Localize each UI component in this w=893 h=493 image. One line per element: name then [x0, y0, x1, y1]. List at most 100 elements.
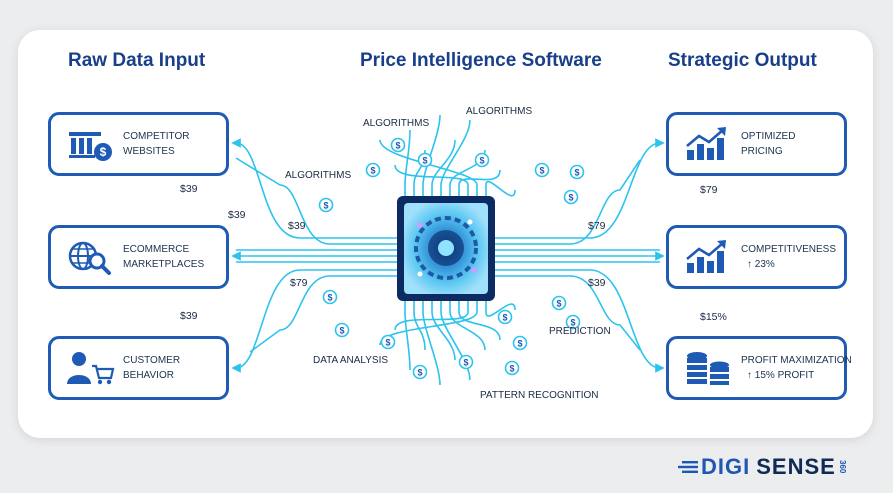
price-label: $79	[700, 184, 718, 196]
wire-to-competitor	[231, 138, 397, 239]
input-label-line1: CUSTOMER	[123, 354, 181, 366]
output-label-line2: ↑ 23%	[747, 259, 775, 270]
globe-search-icon	[68, 241, 111, 275]
price-label: $79	[588, 220, 606, 232]
dollar-coin-icon: $	[497, 309, 513, 325]
svg-text:$: $	[574, 167, 579, 177]
price-label: $39	[228, 209, 246, 221]
dollar-coin-icon: $	[318, 197, 334, 213]
output-competitiveness: COMPETITIVENESS ↑ 23%	[666, 225, 847, 289]
svg-text:$: $	[502, 312, 507, 322]
processor-chip	[397, 196, 495, 301]
svg-text:$: $	[570, 317, 575, 327]
svg-text:$: $	[509, 363, 514, 373]
svg-text:$: $	[323, 200, 328, 210]
trace-bottom	[440, 301, 471, 381]
input-competitor-websites: $ COMPETITOR WEBSITES	[48, 112, 229, 176]
input-ecommerce-marketplaces: ECOMMERCE MARKETPLACES	[48, 225, 229, 289]
price-label: $39	[588, 277, 606, 289]
dollar-coin-icon: $	[534, 162, 550, 178]
output-optimized-pricing: OPTIMIZED PRICING	[666, 112, 847, 176]
label-algorithms: ALGORITHMS	[285, 170, 352, 181]
output-label-line1: PROFIT MAXIMIZATION	[741, 354, 852, 366]
label-algorithms: ALGORITHMS	[466, 106, 533, 117]
trace-bottom	[422, 301, 441, 386]
dollar-coin-icon: $	[365, 162, 381, 178]
dollar-coin-icon: $	[417, 152, 433, 168]
output-label-line1: OPTIMIZED	[741, 130, 796, 142]
svg-text:$: $	[517, 338, 522, 348]
heading-strategic-output: Strategic Output	[668, 50, 817, 71]
svg-text:$: $	[422, 155, 427, 165]
input-label-line2: MARKETPLACES	[123, 259, 205, 270]
wire-to-customer	[249, 275, 397, 353]
brand-logo: DIGI SENSE 360	[678, 454, 847, 480]
dollar-coin-icon: $	[322, 289, 338, 305]
brand-word-digi: DIGI	[701, 454, 751, 479]
storefront-dollar-icon: $	[69, 132, 112, 161]
bar-chart-arrow-icon	[686, 240, 726, 273]
trace-bottom	[449, 301, 486, 351]
input-customer-behavior: CUSTOMER BEHAVIOR	[48, 336, 229, 400]
price-label: $15%	[700, 311, 727, 323]
dollar-coin-icon: $	[504, 360, 520, 376]
price-label: $39	[180, 310, 198, 322]
label-prediction: PREDICTION	[549, 326, 611, 337]
svg-text:$: $	[479, 155, 484, 165]
trace-bottom	[413, 301, 426, 351]
brand-word-sense: SENSE	[756, 454, 836, 479]
heading-raw-data-input: Raw Data Input	[68, 50, 206, 71]
dollar-coin-icon: $	[565, 314, 581, 330]
trace-top	[440, 119, 471, 196]
trace-top	[379, 139, 478, 196]
price-label: $39	[180, 183, 198, 195]
wire-to-competitor	[235, 157, 397, 245]
dollar-coin-icon: $	[563, 189, 579, 205]
wire-to-customer	[231, 269, 397, 373]
output-label-line2: ↑ 15% PROFIT	[747, 370, 815, 381]
input-label-line1: COMPETITOR	[123, 130, 190, 142]
trace-top	[458, 169, 501, 196]
speed-lines-icon	[678, 461, 698, 473]
trace-top	[394, 164, 469, 196]
dollar-coin-icon: $	[474, 152, 490, 168]
coin-stack-icon	[687, 352, 729, 385]
input-label-line2: WEBSITES	[123, 146, 175, 157]
trace-top	[404, 129, 411, 196]
dollar-coin-icon: $	[569, 164, 585, 180]
trace-bottom	[458, 301, 501, 341]
svg-text:$: $	[463, 357, 468, 367]
svg-text:$: $	[385, 337, 390, 347]
dollar-coin-icon: $	[412, 364, 428, 380]
svg-text:$: $	[339, 325, 344, 335]
dollar-coin-icon: $	[458, 354, 474, 370]
input-label-line2: BEHAVIOR	[123, 370, 174, 381]
label-data-analysis: DATA ANALYSIS	[313, 355, 389, 366]
dollar-coin-icon: $	[390, 137, 406, 153]
svg-text:$: $	[568, 192, 573, 202]
trace-bottom	[404, 301, 411, 371]
customer-cart-icon	[67, 352, 115, 385]
output-label-line2: PRICING	[741, 146, 783, 157]
svg-text:$: $	[395, 140, 400, 150]
price-label: $39	[288, 220, 306, 232]
price-label: $79	[290, 277, 308, 289]
output-profit-maximization: PROFIT MAXIMIZATION ↑ 15% PROFIT	[666, 336, 852, 400]
dollar-coin-icon: $	[512, 335, 528, 351]
output-label-line1: COMPETITIVENESS	[741, 243, 837, 255]
brand-suffix: 360	[837, 460, 847, 474]
trace-top	[485, 180, 516, 197]
label-algorithms: ALGORITHMS	[363, 118, 430, 129]
input-label-line1: ECOMMERCE	[123, 243, 190, 255]
dollar-coin-icon: $	[551, 295, 567, 311]
wire-to-optimized-pricing	[495, 159, 641, 245]
wire-to-profit	[495, 269, 665, 373]
trace-bottom	[431, 301, 456, 361]
svg-text:$: $	[417, 367, 422, 377]
svg-text:$: $	[327, 292, 332, 302]
trace-bottom	[394, 301, 469, 331]
svg-text:$: $	[556, 298, 561, 308]
label-pattern-recognition: PATTERN RECOGNITION	[480, 390, 599, 401]
wire-to-profit	[495, 275, 641, 351]
